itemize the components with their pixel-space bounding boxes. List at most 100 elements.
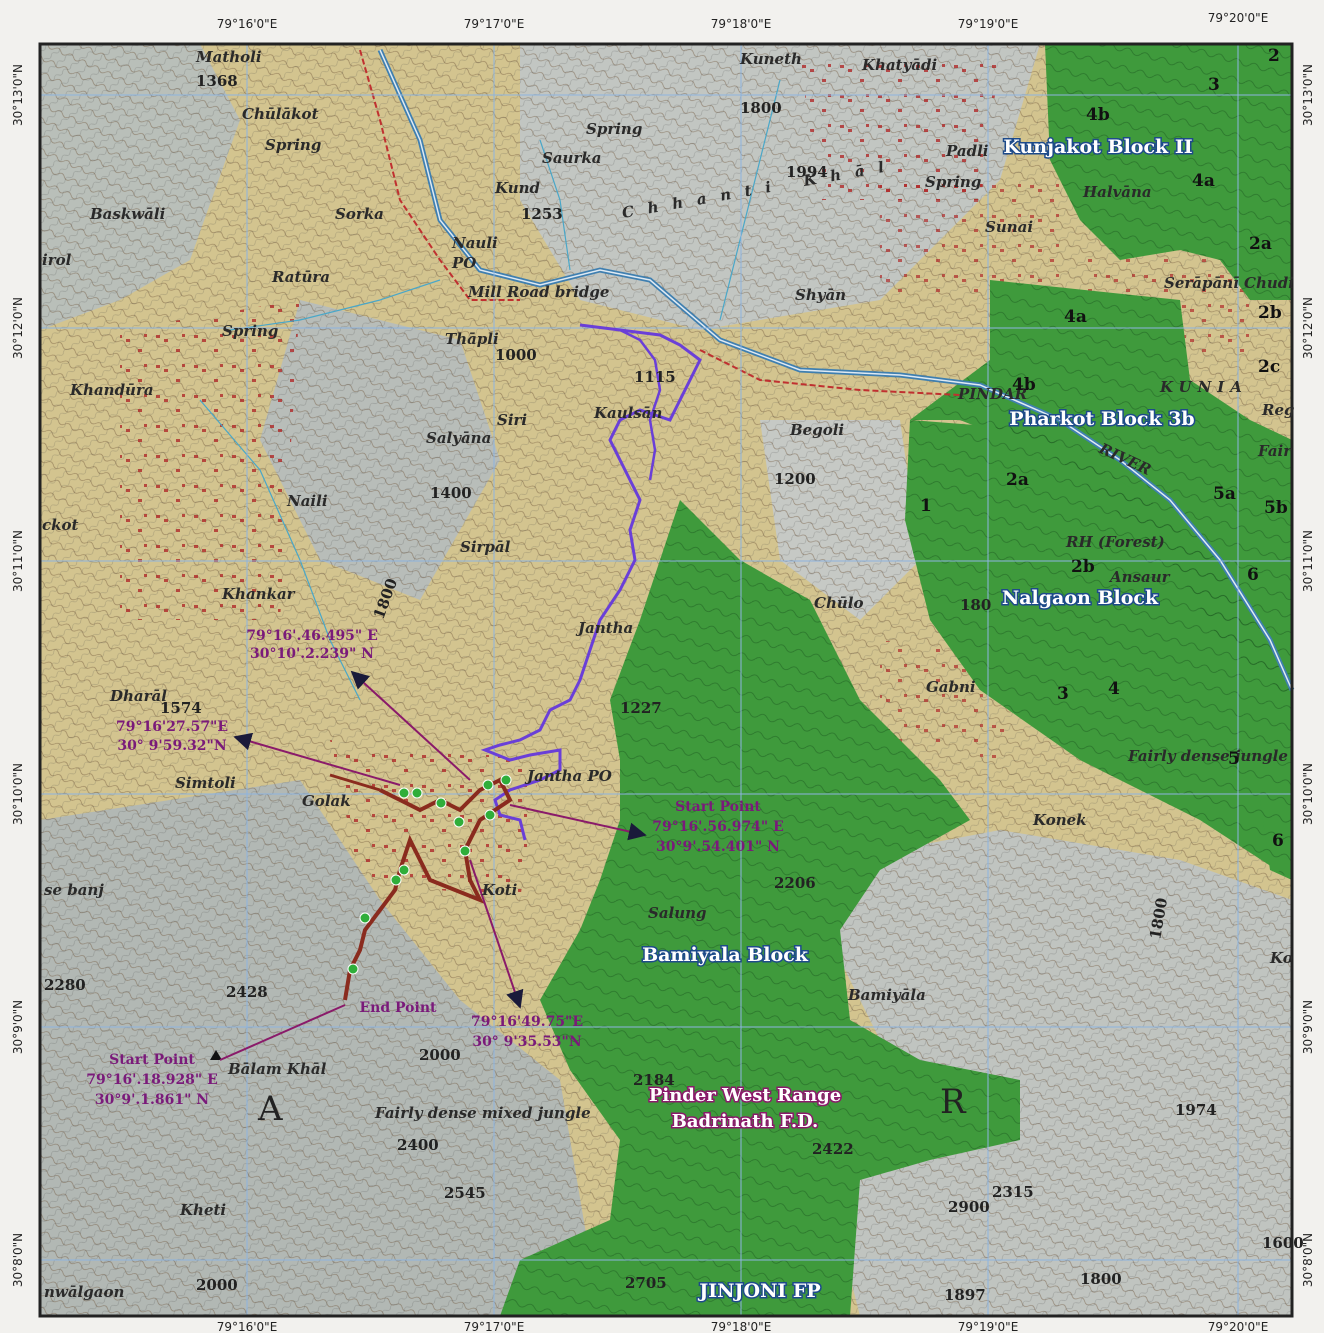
bottom-tick-1: 79°16'0"E xyxy=(217,1320,278,1333)
elev-2400: 2400 xyxy=(397,1136,439,1154)
right-tick-6: 30°8'0"N xyxy=(1301,1233,1315,1287)
compartment-5b: 5b xyxy=(1264,498,1288,518)
place-fair: Fair xyxy=(1257,442,1292,460)
annotations: 79°16'.46.495" E 30°10'.2.239" N 79°16'2… xyxy=(86,628,784,1108)
place-khatyadi: Khatyādi xyxy=(861,56,938,74)
right-axis: 30°13'0"N 30°12'0"N 30°11'0"N 30°10'0"N … xyxy=(1301,64,1315,1287)
stream-east xyxy=(719,79,781,321)
elev-2206: 2206 xyxy=(774,874,816,892)
elev-2184: 2184 xyxy=(633,1071,675,1089)
elevations: 1368 1253 1994 1800 1000 1115 1400 1200 … xyxy=(44,72,1304,1304)
compartment-2b-mid: 2b xyxy=(1071,557,1095,577)
top-tick-1: 79°16'0"E xyxy=(217,17,278,31)
elev-1974: 1974 xyxy=(1175,1101,1217,1119)
left-axis: 30°13'0"N 30°12'0"N 30°11'0"N 30°10'0"N … xyxy=(11,64,25,1287)
elev-1800-a: 1800 xyxy=(740,99,782,117)
stream-south xyxy=(199,399,361,701)
place-chulakot: Chūlākot xyxy=(242,105,319,123)
place-se-banj: se banj xyxy=(44,881,104,899)
map-area xyxy=(40,44,1295,1316)
label-jinjoni-fp: JINJONI FP xyxy=(697,1280,820,1302)
annotation-4-line-2: 30° 9'35.53"N xyxy=(472,1034,582,1050)
place-kheti: Kheti xyxy=(179,1201,226,1219)
annotation-3-line-2: 30°9'.54.401" N xyxy=(656,839,780,855)
right-tick-3: 30°11'0"N xyxy=(1301,530,1315,592)
annotation-2-line-2: 30° 9'59.32"N xyxy=(117,738,227,754)
place-naili: Naili xyxy=(286,492,328,510)
place-ratura: Ratūra xyxy=(271,268,330,286)
compartment-2c-right: 2c xyxy=(1258,357,1280,377)
place-saurka: Saurka xyxy=(542,149,601,167)
place-matholi: Matholi xyxy=(195,48,262,66)
place-jantha: Jantha xyxy=(575,619,633,637)
compartment-1: 1 xyxy=(920,496,932,516)
right-tick-1: 30°13'0"N xyxy=(1301,64,1315,126)
place-jantha-po: Jantha PO xyxy=(524,767,612,785)
elev-1994: 1994 xyxy=(786,163,828,181)
place-kund: Kund xyxy=(494,179,541,197)
route-purple xyxy=(480,323,702,841)
place-salung: Salung xyxy=(648,904,707,922)
elev-1400: 1400 xyxy=(430,484,472,502)
left-tick-1: 30°13'0"N xyxy=(11,64,25,126)
place-halvana: Halvāna xyxy=(1082,183,1152,201)
place-kunia: KUNIA xyxy=(1159,378,1248,396)
compartment-4-low: 4 xyxy=(1108,679,1120,699)
compartment-4a-top: 4a xyxy=(1192,171,1215,191)
place-ckot: ckot xyxy=(42,516,79,534)
elev-2428: 2428 xyxy=(226,983,268,1001)
elev-1200: 1200 xyxy=(774,470,816,488)
place-kuneth: Kuneth xyxy=(739,50,802,68)
route-brown xyxy=(343,777,513,1001)
elev-2900: 2900 xyxy=(948,1198,990,1216)
compartment-3-low: 3 xyxy=(1057,684,1069,704)
place-baskwali: Baskwāli xyxy=(89,205,166,223)
place-shyan: Shyān xyxy=(795,286,846,304)
waypoints xyxy=(347,774,512,975)
compartment-4b-top: 4b xyxy=(1086,105,1110,125)
elev-1800-c: 1800 xyxy=(1080,1270,1122,1288)
left-tick-5: 30°9'0"N xyxy=(11,1000,25,1054)
start-marker-triangle xyxy=(210,1050,222,1060)
top-tick-5: 79°20'0"E xyxy=(1208,11,1269,25)
place-kaulsan: Kaulsān xyxy=(593,404,662,422)
place-sirpal: Sirpāl xyxy=(460,538,511,556)
right-tick-2: 30°12'0"N xyxy=(1301,297,1315,359)
label-badrinath-fd: Badrinath F.D. xyxy=(672,1111,819,1132)
bottom-tick-2: 79°17'0"E xyxy=(464,1320,525,1333)
bottom-axis: 79°16'0"E 79°17'0"E 79°18'0"E 79°19'0"E … xyxy=(217,1320,1269,1333)
compartment-2a-right: 2a xyxy=(1249,234,1272,254)
annotation-6-title: Start Point xyxy=(109,1052,195,1068)
bottom-tick-5: 79°20'0"E xyxy=(1208,1320,1269,1333)
place-spring-1: Spring xyxy=(265,136,321,154)
place-fairly-dense-mixed-jungle: Fairly dense mixed jungle xyxy=(374,1104,591,1122)
compartment-2-top: 2 xyxy=(1268,46,1280,66)
compartment-4a-mid: 4a xyxy=(1064,307,1087,327)
place-simtoli: Simtoli xyxy=(175,774,236,792)
bottom-tick-3: 79°18'0"E xyxy=(711,1320,772,1333)
place-khankar: Khankar xyxy=(221,585,296,603)
label-bamiyala-block: Bamiyala Block xyxy=(642,944,809,966)
compartment-4b-mid: 4b xyxy=(1012,375,1036,395)
right-tick-5: 30°9'0"N xyxy=(1301,1000,1315,1054)
annotation-6-line-2: 30°9'.1.861" N xyxy=(95,1092,209,1108)
top-tick-4: 79°19'0"E xyxy=(958,17,1019,31)
top-tick-3: 79°18'0"E xyxy=(711,17,772,31)
place-fairly-dense-jungle: Fairly dense jungle xyxy=(1127,747,1288,765)
place-bamiyala: Bamiyāla xyxy=(847,986,926,1004)
elev-2422: 2422 xyxy=(812,1140,854,1158)
annotation-4-line-1: 79°16'49.75"E xyxy=(471,1014,583,1030)
elev-1253: 1253 xyxy=(521,205,563,223)
label-pinder-range: Pinder West Range xyxy=(649,1085,841,1106)
elev-1368: 1368 xyxy=(196,72,238,90)
bottom-tick-4: 79°19'0"E xyxy=(958,1320,1019,1333)
annotation-1-line-1: 79°16'.46.495" E xyxy=(246,628,378,644)
elev-2315: 2315 xyxy=(992,1183,1034,1201)
elev-2545: 2545 xyxy=(444,1184,486,1202)
graticule xyxy=(40,44,1292,1316)
annotation-3-title: Start Point xyxy=(675,799,761,815)
place-siri: Siri xyxy=(497,411,527,429)
compartment-3-top: 3 xyxy=(1208,75,1220,95)
place-rh-forest: RH (Forest) xyxy=(1065,533,1165,551)
